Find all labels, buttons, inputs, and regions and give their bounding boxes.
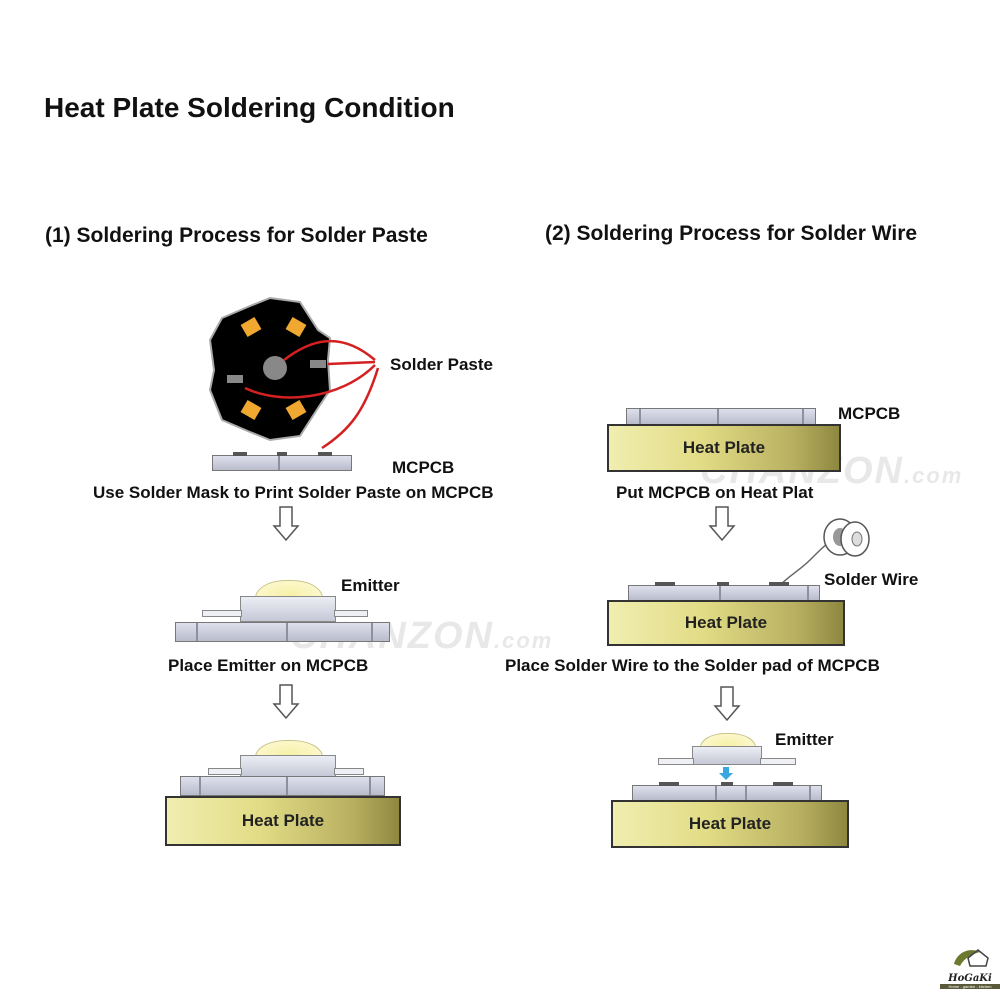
mcpcb-board (628, 582, 820, 601)
emitter-lead (760, 758, 796, 765)
solder-wire-spool-icon (777, 518, 870, 588)
emitter-label: Emitter (775, 730, 834, 749)
down-arrow-icon (708, 506, 736, 542)
emitter-lead (334, 768, 364, 775)
down-arrow-icon (272, 506, 300, 542)
emitter-label: Emitter (341, 576, 400, 595)
mcpcb-board (180, 776, 385, 796)
hogaki-logo: HoGaKi Home - garden - kitchen (940, 946, 1000, 998)
step1-caption: Use Solder Mask to Print Solder Paste on… (93, 483, 494, 502)
section2-heading: (2) Soldering Process for Solder Wire (545, 222, 918, 245)
mcpcb-board (175, 622, 390, 642)
down-arrow-icon (272, 684, 300, 720)
heat-plate: Heat Plate (165, 796, 401, 846)
heat-plate: Heat Plate (607, 424, 841, 472)
star-mcpcb-with-arrows (208, 296, 380, 450)
leaf-house-icon (954, 949, 989, 967)
mcpcb-board (632, 782, 822, 801)
page-title: Heat Plate Soldering Condition (44, 92, 455, 123)
mcpcb-label: MCPCB (838, 404, 901, 423)
heat-plate: Heat Plate (611, 800, 849, 848)
emitter-body (240, 596, 336, 622)
emitter-lead (334, 610, 368, 617)
mcpcb-board (212, 452, 352, 471)
heat-plate: Heat Plate (607, 600, 845, 646)
section1-heading: (1) Soldering Process for Solder Paste (45, 224, 428, 247)
solder-paste-label: Solder Paste (390, 355, 493, 374)
solder-wire-label: Solder Wire (824, 570, 919, 589)
emitter-lead (658, 758, 694, 765)
emitter-lead (208, 768, 242, 775)
emitter-body (240, 755, 336, 777)
emitter-body (692, 746, 762, 765)
down-arrow-icon (713, 686, 741, 722)
mcpcb-label: MCPCB (392, 458, 455, 477)
step2-caption: Place Solder Wire to the Solder pad of M… (505, 656, 880, 675)
mcpcb-board (626, 408, 816, 425)
solder-pads (240, 316, 307, 421)
red-arrows (244, 339, 380, 450)
step2-caption: Place Emitter on MCPCB (168, 656, 369, 675)
blue-down-arrow-icon (719, 767, 733, 780)
emitter-lead (202, 610, 242, 617)
step1-caption: Put MCPCB on Heat Plat (616, 483, 814, 502)
